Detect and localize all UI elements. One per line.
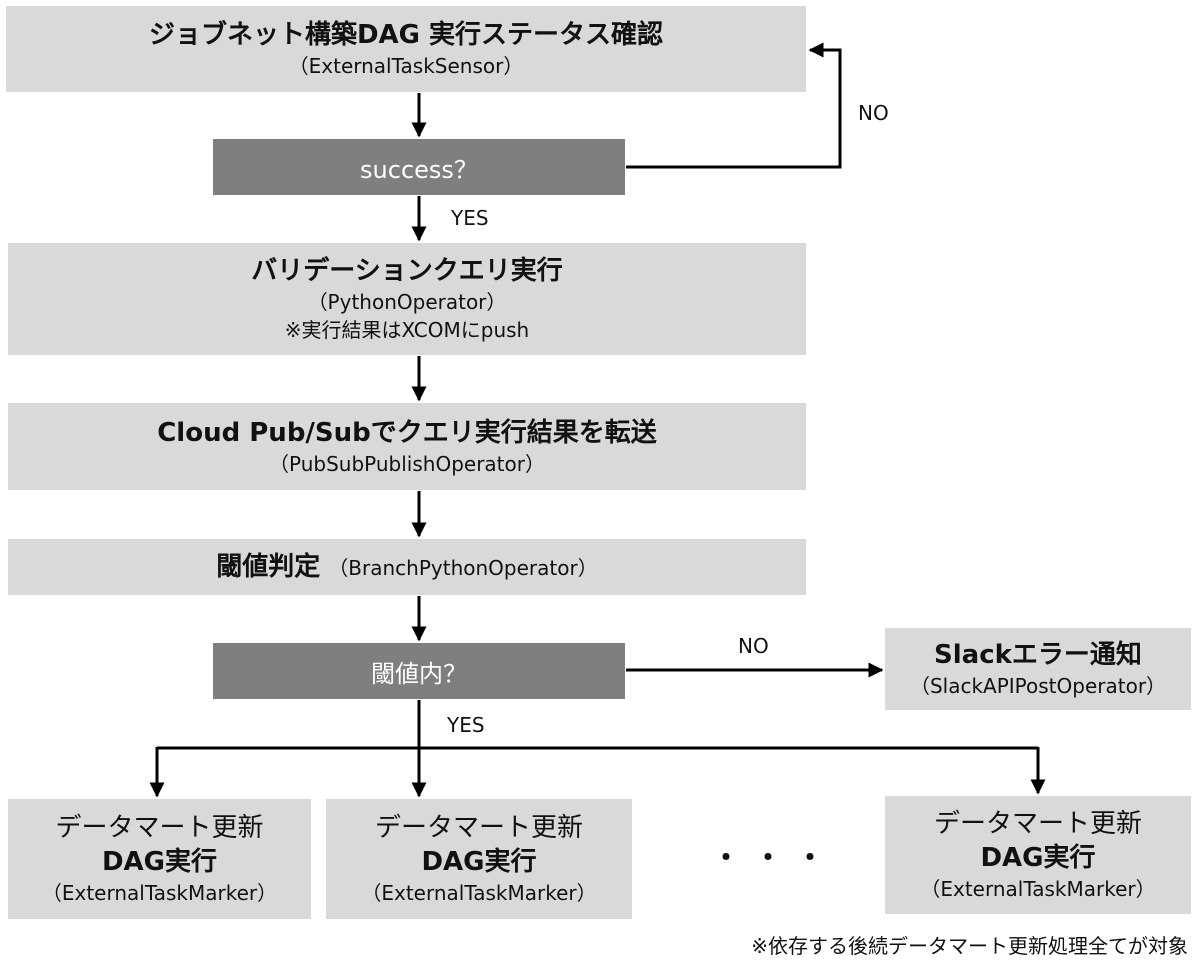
node-check-status: ジョブネット構築DAG 実行ステータス確認 （ExternalTaskSenso… (6, 6, 806, 92)
edge-label-threshold-yes: YES (447, 713, 485, 737)
node-mart-1-operator: （ExternalTaskMarker） (41, 881, 278, 905)
node-check-status-title: ジョブネット構築DAG 実行ステータス確認 (148, 20, 664, 50)
ellipsis-more-marts: ・・・ (712, 841, 839, 874)
node-slack: Slackエラー通知 （SlackAPIPostOperator） (885, 628, 1191, 710)
edge-label-threshold-no: NO (738, 634, 769, 658)
node-mart-2-operator: （ExternalTaskMarker） (361, 881, 597, 905)
node-mart-3-title-line1: データマート更新 (933, 809, 1142, 839)
node-mart-1-title-line1: データマート更新 (55, 813, 264, 843)
node-threshold-title: 閾値判定 (216, 552, 321, 582)
node-validation-title: バリデーションクエリ実行 (251, 256, 563, 286)
node-pubsub-title: Cloud Pub/Subでクエリ実行結果を転送 (157, 417, 657, 448)
node-threshold-row: 閾値判定 （BranchPythonOperator） (216, 550, 597, 584)
node-validation-note: ※実行結果はXCOMにpush (284, 318, 530, 342)
node-mart-3-operator: （ExternalTaskMarker） (920, 877, 1156, 901)
node-validation: バリデーションクエリ実行 （PythonOperator） ※実行結果はXCOM… (8, 243, 806, 355)
arrow-success-no-loop (626, 42, 842, 169)
node-mart-2: データマート更新 DAG実行 （ExternalTaskMarker） (326, 799, 632, 919)
footnote: ※依存する後続データマート更新処理全てが対象 (751, 934, 1188, 958)
node-validation-operator: （PythonOperator） (307, 290, 507, 314)
node-mart-2-title-line2: DAG実行 (421, 847, 537, 877)
node-pubsub: Cloud Pub/Subでクエリ実行結果を転送 （PubSubPublishO… (8, 403, 806, 490)
node-check-status-operator: （ExternalTaskSensor） (288, 54, 524, 78)
decision-success-label: success？ (360, 155, 478, 184)
node-mart-3-title-line2: DAG実行 (980, 843, 1096, 873)
decision-success: success？ (213, 139, 625, 195)
decision-within-threshold: 閾値内？ (213, 643, 625, 699)
node-mart-1-title-line2: DAG実行 (101, 847, 218, 877)
node-slack-title: Slackエラー通知 (934, 640, 1142, 670)
node-threshold-operator: （BranchPythonOperator） (328, 556, 598, 580)
node-threshold: 閾値判定 （BranchPythonOperator） (8, 539, 806, 595)
node-mart-1: データマート更新 DAG実行 （ExternalTaskMarker） (8, 799, 311, 919)
node-mart-2-title-line1: データマート更新 (374, 813, 583, 843)
node-mart-3: データマート更新 DAG実行 （ExternalTaskMarker） (885, 796, 1191, 914)
decision-within-threshold-label: 閾値内？ (371, 659, 467, 688)
node-pubsub-operator: （PubSubPublishOperator） (269, 451, 545, 476)
edge-label-success-yes: YES (451, 206, 489, 230)
node-slack-operator: （SlackAPIPostOperator） (909, 674, 1167, 698)
edge-label-success-no: NO (858, 101, 889, 125)
